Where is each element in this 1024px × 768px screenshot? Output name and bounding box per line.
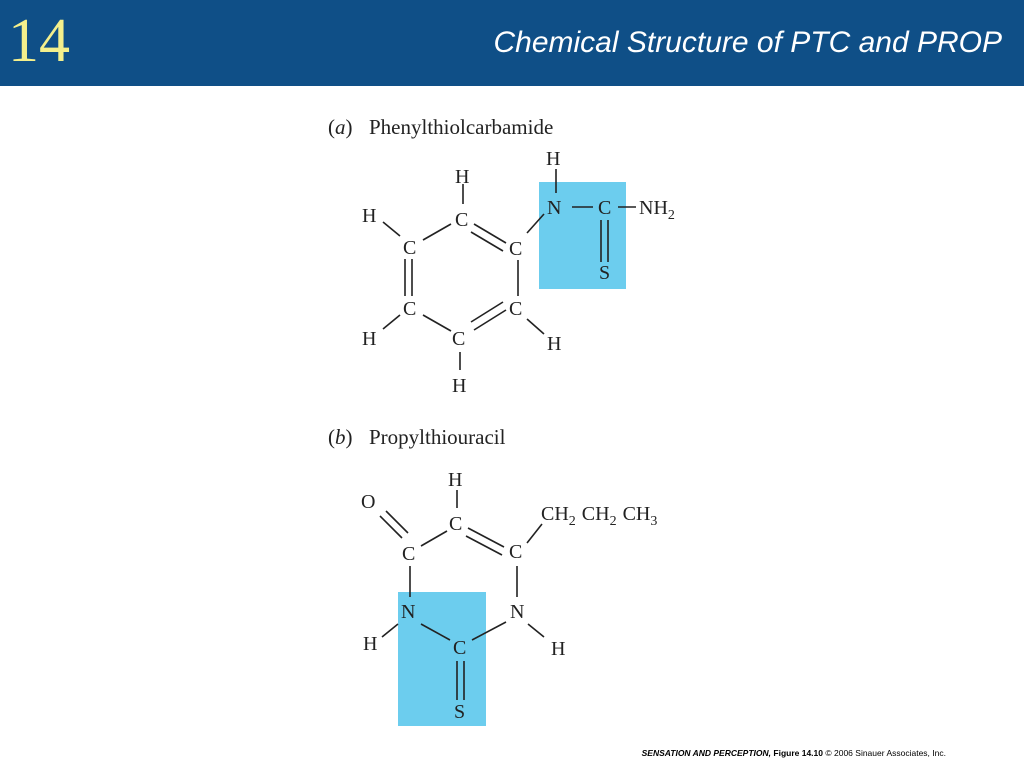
atom-h: H [546,148,560,170]
ptc-bonds [382,169,636,370]
panel-b-tag: (b) [328,425,353,449]
atom-n: N [510,601,524,623]
atom-c: C [449,513,462,535]
prop-highlight-box [398,592,486,726]
atom-c: C [403,237,416,259]
atom-n: N [401,601,415,623]
chapter-number: 14 [8,7,70,75]
figure-credit: SENSATION AND PERCEPTION, Figure 14.10 ©… [642,748,946,758]
panel-b: (b) Propylthiouracil O H C C C [328,425,657,723]
atom-c: C [598,197,611,219]
atom-h: H [362,328,376,350]
panel-a: (a) Phenylthiolcarbamide [328,115,675,397]
atom-c: C [402,543,415,565]
atom-s: S [454,701,465,723]
credit-figure: Figure 14.10 [773,748,823,758]
atom-h: H [547,333,561,355]
atom-c: C [509,238,522,260]
atom-h: H [362,205,376,227]
atom-c: C [453,637,466,659]
structures-svg: (a) Phenylthiolcarbamide [328,115,675,726]
atom-c: C [403,298,416,320]
ptc-atoms: H C H C C C C H C H H H N C NH2 S [362,148,675,397]
atom-c: C [509,298,522,320]
slide-header: 14 Chemical Structure of PTC and PROP [0,0,1024,86]
atom-c: C [455,209,468,231]
atom-h: H [363,633,377,655]
credit-copyright: © 2006 Sinauer Associates, Inc. [825,748,946,758]
atom-h: H [448,469,462,491]
ptc-name: Phenylthiolcarbamide [369,115,553,139]
atom-h: H [455,166,469,188]
atom-nh2: NH2 [639,197,675,223]
panel-a-tag: (a) [328,115,353,139]
credit-book: SENSATION AND PERCEPTION, [641,748,772,758]
slide-title: Chemical Structure of PTC and PROP [493,26,1002,59]
prop-name: Propylthiouracil [369,425,506,449]
prop-bonds [379,490,545,700]
atom-h: H [452,375,466,397]
atom-c: C [452,328,465,350]
chemical-structures-figure: (a) Phenylthiolcarbamide [0,86,1024,768]
atom-s: S [599,262,610,284]
ptc-highlight-box [539,182,626,289]
atom-h: H [551,638,565,660]
atom-o: O [361,491,375,513]
atom-n: N [547,197,561,219]
atom-c: C [509,541,522,563]
